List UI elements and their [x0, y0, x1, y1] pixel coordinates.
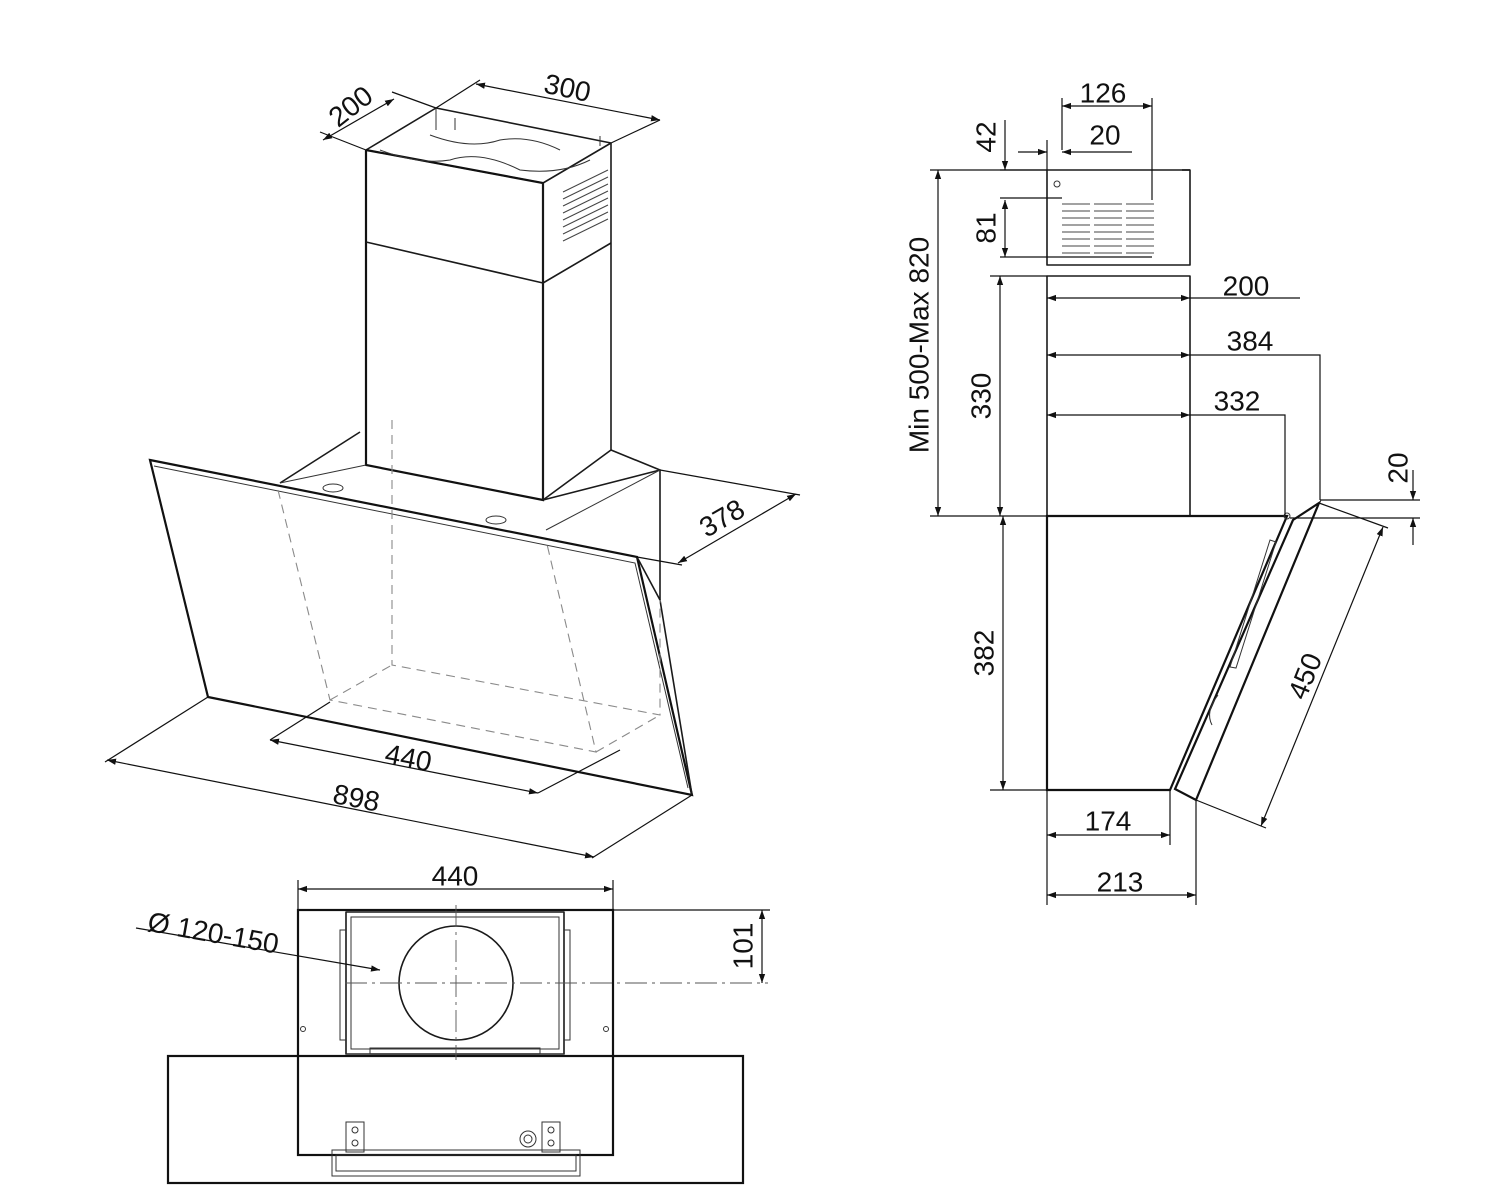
vent-grille	[1062, 203, 1154, 254]
dim-label-iso-inner-width: 440	[383, 738, 435, 777]
glass-outline-top	[166, 1054, 745, 1185]
dim-label-side-chimney-range: Min 500-Max 820	[903, 237, 934, 453]
dim-label-side-lower-chimney: 330	[965, 373, 996, 420]
dim-label-side-bottom-213: 213	[1097, 866, 1144, 897]
dim-label-side-depth-384: 384	[1227, 325, 1274, 356]
side-view	[930, 98, 1420, 905]
dim-label-top-duct-diameter: Ø 120-150	[146, 906, 282, 960]
dim-label-side-glass-length: 450	[1282, 649, 1328, 704]
hidden-outline	[277, 420, 661, 753]
dim-label-side-vent-top: 42	[970, 121, 1001, 152]
isometric-view	[104, 79, 801, 859]
lower-chimney	[1046, 275, 1191, 517]
dim-label-iso-duct-depth: 200	[323, 80, 379, 133]
dim-label-side-vent-height: 81	[970, 212, 1001, 243]
side-dimensions	[930, 98, 1420, 905]
chimney-box	[364, 107, 612, 502]
dim-label-top-width: 440	[432, 860, 479, 891]
dim-label-side-glass-offset: 20	[1382, 452, 1413, 483]
iso-dimensions	[104, 79, 801, 859]
dim-label-side-vent-offset: 20	[1089, 119, 1120, 150]
upper-chimney	[1046, 169, 1191, 266]
dim-label-top-duct-offset: 101	[727, 923, 758, 970]
hinge-right	[519, 1121, 561, 1153]
hinge-left	[345, 1121, 365, 1153]
dim-label-side-bottom-174: 174	[1085, 805, 1132, 836]
dim-label-iso-duct-width: 300	[541, 68, 593, 108]
side-body	[1045, 514, 1289, 792]
dim-label-iso-total-width: 898	[331, 778, 383, 817]
dim-label-side-chimney-depth: 200	[1223, 270, 1270, 301]
dim-label-side-depth-332: 332	[1214, 385, 1261, 416]
dim-label-iso-depth: 378	[694, 493, 750, 543]
dim-label-side-vent-width: 126	[1080, 77, 1127, 108]
hood-body	[279, 431, 661, 600]
dim-label-side-body-height: 382	[968, 630, 999, 677]
top-view	[135, 880, 770, 1185]
